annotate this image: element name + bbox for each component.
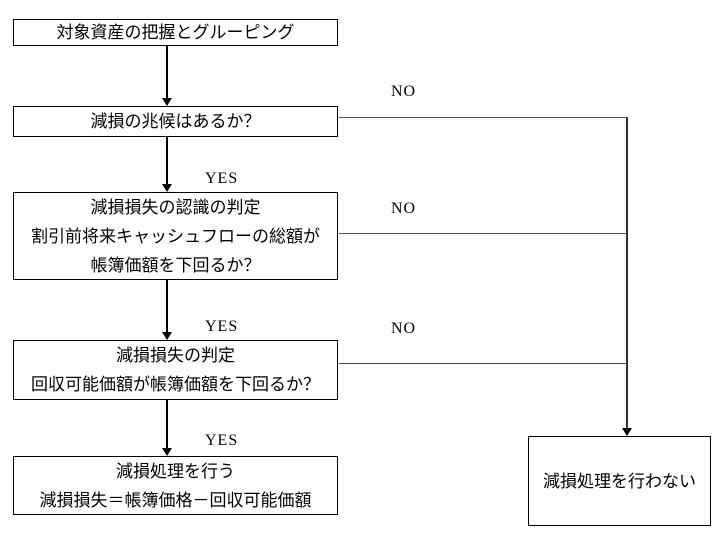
node-no-impairment-label: 減損処理を行わない [543, 471, 696, 491]
node-loss-recognition-line1: 減損損失の認識の判定 [90, 197, 261, 217]
arrowhead-down-icon [162, 98, 172, 106]
label-no-2: NO [391, 200, 417, 217]
label-yes-3: YES [205, 432, 239, 449]
node-loss-measurement-line1: 減損損失の判定 [116, 346, 235, 365]
node-do-impairment-line2: 減損損失＝帳簿価格－回収可能価額 [39, 490, 312, 510]
node-loss-recognition: 減損損失の認識の判定 割引前将来キャッシュフローの総額が 帳簿価額を下回るか？ [13, 192, 338, 280]
arrow-stem [166, 400, 168, 448]
connector-no-branch-3 [339, 363, 627, 364]
node-do-impairment-line1: 減損処理を行う [116, 461, 235, 481]
arrow-grouping-to-indication [162, 46, 172, 106]
arrow-stem [626, 117, 628, 428]
arrow-measurement-to-impairment [162, 400, 172, 456]
connector-no-branch-1 [339, 117, 627, 118]
node-impairment-indication-label: 減損の兆候はあるか？ [90, 112, 261, 131]
connector-no-branch-2 [339, 233, 627, 234]
node-loss-measurement: 減損損失の判定 回収可能価額が帳簿価額を下回るか？ [13, 340, 338, 400]
arrow-merged-no-to-no-impairment [622, 117, 632, 436]
label-no-1: NO [391, 83, 417, 100]
label-yes-2: YES [205, 318, 239, 335]
node-loss-recognition-line2: 割引前将来キャッシュフローの総額が [31, 226, 320, 246]
arrow-stem [166, 137, 168, 184]
label-yes-1: YES [205, 170, 239, 187]
node-do-impairment: 減損処理を行う 減損損失＝帳簿価格－回収可能価額 [13, 456, 338, 515]
node-asset-grouping: 対象資産の把握とグルーピング [13, 19, 338, 46]
arrow-stem [166, 280, 168, 332]
node-loss-recognition-line3: 帳簿価額を下回るか？ [90, 255, 261, 275]
arrowhead-down-icon [162, 332, 172, 340]
label-no-3: NO [391, 320, 417, 337]
arrowhead-down-icon [162, 448, 172, 456]
arrowhead-down-icon [622, 428, 632, 436]
arrow-recognition-to-measurement [162, 280, 172, 340]
arrowhead-down-icon [162, 184, 172, 192]
node-asset-grouping-label: 対象資産の把握とグルーピング [56, 23, 295, 42]
node-loss-measurement-line2: 回収可能価額が帳簿価額を下回るか？ [31, 375, 320, 394]
node-no-impairment: 減損処理を行わない [528, 436, 711, 526]
arrow-stem [166, 46, 168, 98]
arrow-indication-to-recognition [162, 137, 172, 192]
node-impairment-indication: 減損の兆候はあるか？ [13, 106, 338, 137]
